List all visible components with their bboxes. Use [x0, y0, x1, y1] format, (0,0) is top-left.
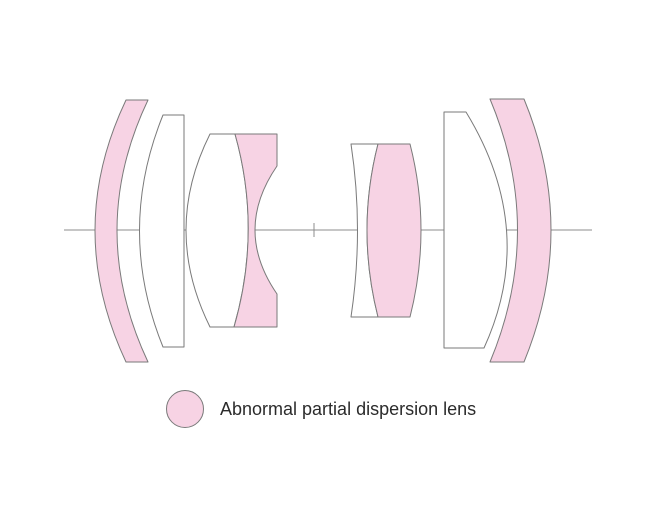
lens-8	[489, 98, 552, 363]
lens-7	[443, 111, 508, 349]
lens-3	[185, 133, 249, 328]
legend: Abnormal partial dispersion lens	[166, 389, 476, 429]
lens-1	[94, 99, 149, 363]
legend-label: Abnormal partial dispersion lens	[220, 398, 477, 419]
lens-2	[139, 114, 185, 348]
lens-4	[233, 133, 278, 328]
legend-swatch	[166, 390, 204, 428]
lens-6	[366, 143, 422, 318]
